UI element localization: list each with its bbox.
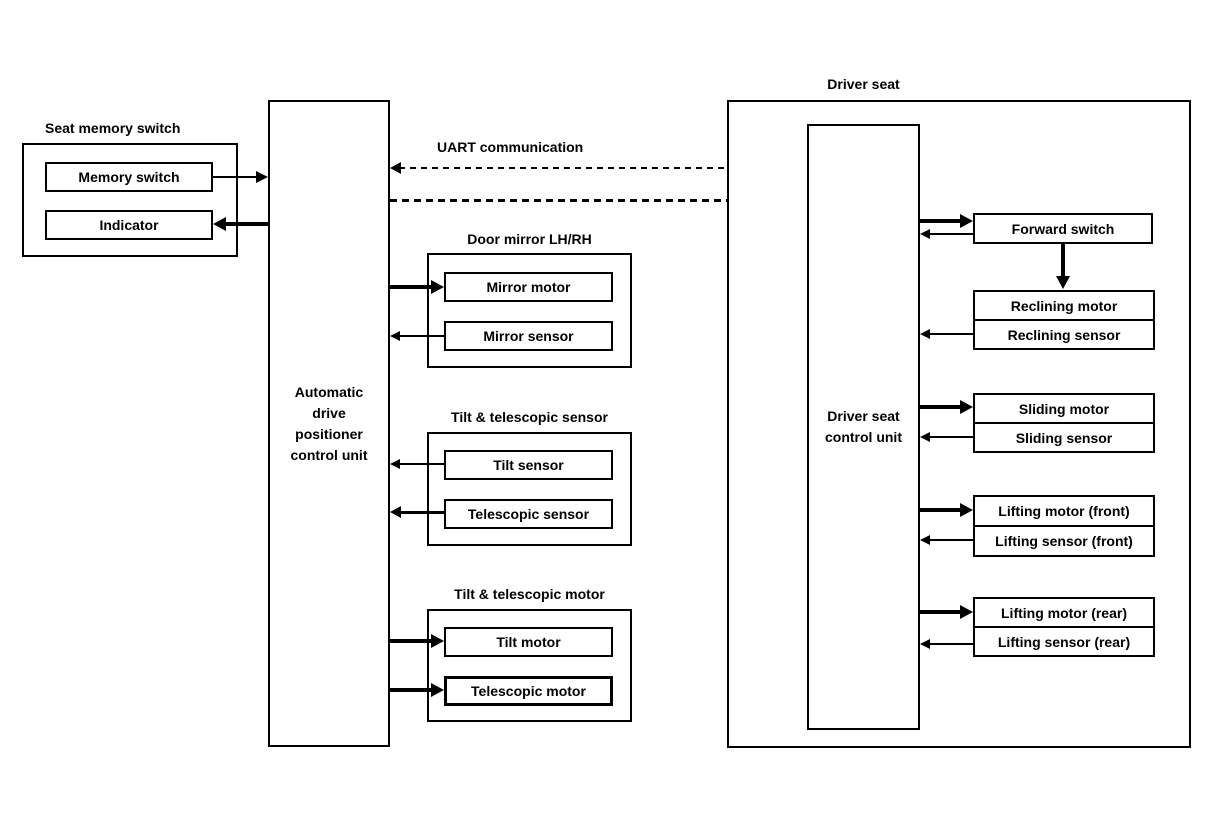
arrow-adp-to-mirror-motor-head — [431, 280, 444, 294]
arrow-adp-to-mirror-motor-line — [390, 285, 432, 289]
reclining-sensor-cell: Reclining sensor — [975, 319, 1153, 348]
arrow-telescopic-sensor-to-adp-head — [390, 506, 401, 518]
arrow-reclining-sensor-to-dscu-head — [920, 329, 930, 339]
tilt-telescopic-sensor-title: Tilt & telescopic sensor — [451, 409, 608, 425]
arrow-dscu-to-lifting-motor-rear-line — [920, 610, 962, 614]
seat-memory-switch-title: Seat memory switch — [45, 120, 181, 136]
driver-seat-control-unit-box: Driver seat control unit — [807, 124, 920, 730]
arrow-tilt-sensor-to-adp-head — [390, 459, 400, 469]
arrow-lifting-sensor-front-to-dscu-line — [928, 539, 973, 541]
arrow-dscu-to-sliding-motor-head — [960, 400, 973, 414]
reclining-pair-box: Reclining motor Reclining sensor — [973, 290, 1155, 350]
memory-switch-box: Memory switch — [45, 162, 213, 192]
uart-line-1-head — [390, 162, 401, 174]
lifting-rear-pair-box: Lifting motor (rear) Lifting sensor (rea… — [973, 597, 1155, 657]
tilt-motor-box: Tilt motor — [444, 627, 613, 657]
arrow-lifting-sensor-rear-to-dscu-line — [928, 643, 973, 645]
lifting-front-pair-box: Lifting motor (front) Lifting sensor (fr… — [973, 495, 1155, 557]
arrow-adp-to-indicator-head — [213, 217, 226, 231]
arrow-dscu-to-lifting-motor-rear-head — [960, 605, 973, 619]
lifting-motor-front-cell: Lifting motor (front) — [998, 503, 1130, 519]
arrow-forward-switch-to-reclining-line — [1061, 244, 1065, 277]
tilt-sensor-box: Tilt sensor — [444, 450, 613, 480]
sliding-sensor-cell: Sliding sensor — [975, 422, 1153, 451]
uart-line-2 — [390, 199, 796, 202]
arrow-adp-to-indicator-line — [224, 222, 268, 226]
arrow-forward-switch-to-reclining-head — [1056, 276, 1070, 289]
arrow-forward-switch-to-dscu-head — [920, 229, 930, 239]
telescopic-sensor-box: Telescopic sensor — [444, 499, 613, 529]
arrow-telescopic-sensor-to-adp-line — [398, 511, 444, 514]
mirror-motor-box: Mirror motor — [444, 272, 613, 302]
indicator-box: Indicator — [45, 210, 213, 240]
arrow-sliding-sensor-to-dscu-line — [928, 436, 973, 438]
arrow-adp-to-telescopic-motor-line — [390, 688, 432, 692]
adp-control-unit-box: Automatic drive positioner control unit — [268, 100, 390, 747]
arrow-dscu-to-lifting-motor-front-head — [960, 503, 973, 517]
uart-line-1 — [399, 167, 807, 169]
arrow-dscu-to-forward-switch-head — [960, 214, 973, 228]
arrow-memory-switch-to-adp-line — [213, 176, 260, 178]
arrow-mirror-sensor-to-adp-head — [390, 331, 400, 341]
arrow-dscu-to-forward-switch-line — [920, 219, 962, 223]
driver-seat-title: Driver seat — [827, 76, 900, 92]
arrow-dscu-to-lifting-motor-front-line — [920, 508, 962, 512]
forward-switch-box: Forward switch — [973, 213, 1153, 244]
lifting-motor-rear-cell: Lifting motor (rear) — [1001, 604, 1127, 621]
arrow-lifting-sensor-front-to-dscu-head — [920, 535, 930, 545]
uart-communication-label: UART communication — [437, 139, 584, 155]
arrow-adp-to-tilt-motor-head — [431, 634, 444, 648]
arrow-adp-to-telescopic-motor-head — [431, 683, 444, 697]
lifting-sensor-front-cell: Lifting sensor (front) — [975, 525, 1153, 555]
arrow-sliding-sensor-to-dscu-head — [920, 432, 930, 442]
tilt-telescopic-motor-title: Tilt & telescopic motor — [454, 586, 605, 602]
arrow-mirror-sensor-to-adp-line — [398, 335, 444, 337]
arrow-dscu-to-sliding-motor-line — [920, 405, 962, 409]
arrow-forward-switch-to-dscu-line — [928, 233, 973, 235]
lifting-sensor-rear-cell: Lifting sensor (rear) — [975, 626, 1153, 655]
reclining-motor-cell: Reclining motor — [1010, 297, 1118, 314]
arrow-memory-switch-to-adp-head — [256, 171, 268, 183]
sliding-motor-cell: Sliding motor — [1018, 400, 1110, 417]
arrow-adp-to-tilt-motor-line — [390, 639, 432, 643]
door-mirror-title: Door mirror LH/RH — [467, 231, 592, 247]
mirror-sensor-box: Mirror sensor — [444, 321, 613, 351]
sliding-pair-box: Sliding motor Sliding sensor — [973, 393, 1155, 453]
arrow-reclining-sensor-to-dscu-line — [928, 333, 973, 335]
arrow-lifting-sensor-rear-to-dscu-head — [920, 639, 930, 649]
arrow-tilt-sensor-to-adp-line — [398, 463, 444, 465]
telescopic-motor-box: Telescopic motor — [444, 676, 613, 706]
